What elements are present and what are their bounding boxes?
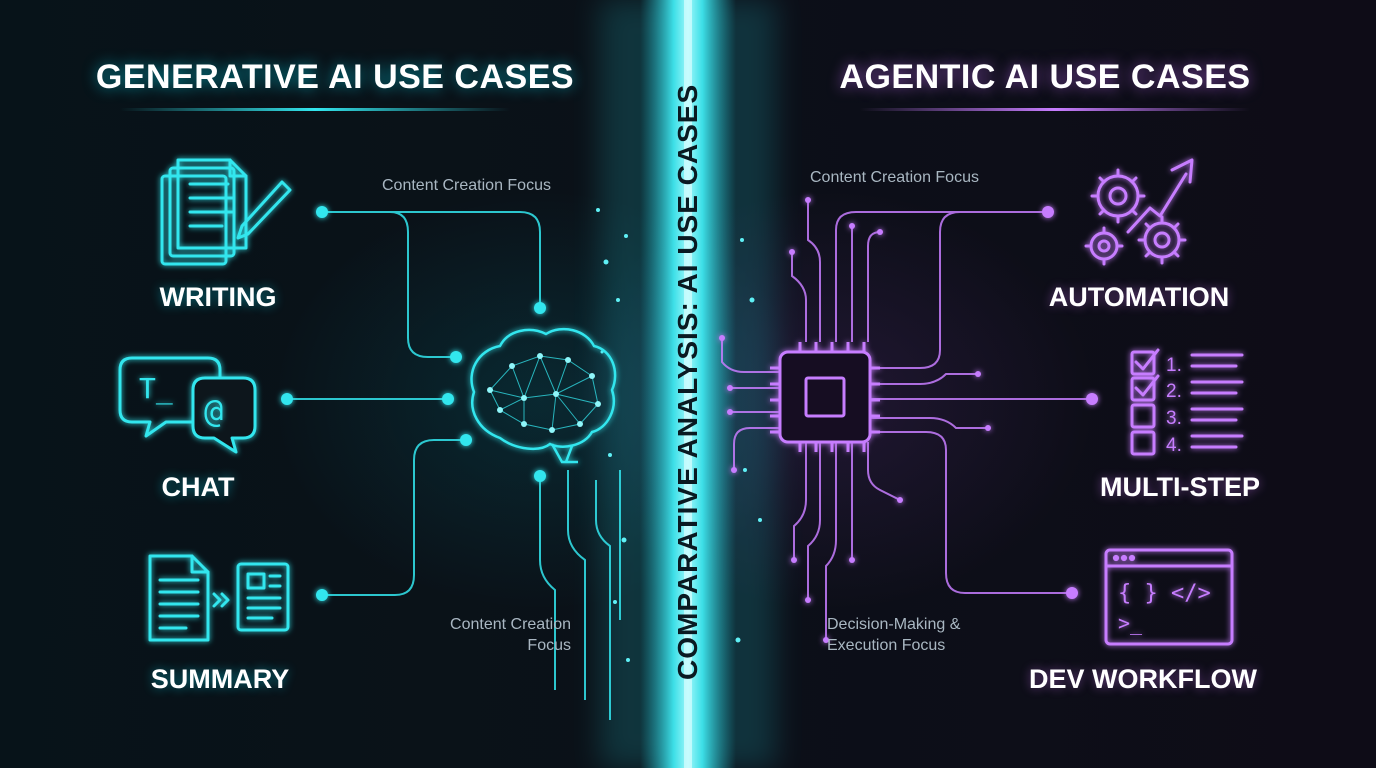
generative-annotation-bottom-line1: Content Creation xyxy=(450,616,571,633)
brain-network-nodes xyxy=(487,353,601,433)
generative-annotation-top: Content Creation Focus xyxy=(382,177,551,194)
agentic-annotation-bottom-line1: Decision-Making & xyxy=(827,616,961,633)
brain-network-mesh xyxy=(489,354,599,431)
document-summary-icon xyxy=(148,554,290,642)
particles xyxy=(596,208,762,662)
center-title: COMPARATIVE ANALYSIS: AI USE CASES xyxy=(672,83,703,680)
microchip-icon xyxy=(770,342,880,452)
agentic-heading-underline xyxy=(860,108,1250,111)
generative-connector-nodes xyxy=(281,206,546,601)
checklist-step-3: 3. xyxy=(1166,408,1182,429)
agentic-annotation-bottom-line2: Execution Focus xyxy=(827,637,946,654)
code-window-icon xyxy=(1104,548,1234,646)
code-window-braces: { } </> xyxy=(1118,581,1211,606)
generative-heading: GENERATIVE AI USE CASES xyxy=(95,58,575,96)
brain-network-icon xyxy=(470,327,617,464)
checklist-step-4: 4. xyxy=(1166,435,1182,456)
gears-arrow-icon xyxy=(1084,158,1194,266)
agentic-heading: AGENTIC AI USE CASES xyxy=(839,58,1251,96)
code-window-prompt: >_ xyxy=(1118,611,1143,635)
dev-workflow-label: DEV WORKFLOW xyxy=(1029,664,1257,694)
chat-bubbles-icon xyxy=(118,356,257,454)
checklist-icon xyxy=(1130,348,1244,456)
center-beam xyxy=(600,0,776,768)
chat-at-glyph: @ xyxy=(204,392,223,430)
agentic-connectors xyxy=(721,200,1092,640)
agentic-annotation-top: Content Creation Focus xyxy=(810,169,979,186)
generative-annotation-bottom-line2: Focus xyxy=(527,637,571,654)
generative-heading-underline xyxy=(120,108,510,111)
generative-connectors xyxy=(287,211,621,720)
documents-pen-icon xyxy=(160,158,292,266)
chat-t-glyph: T_ xyxy=(139,372,173,406)
checklist-step-1: 1. xyxy=(1166,355,1182,376)
agentic-connector-nodes xyxy=(719,197,1098,643)
chat-label: CHAT xyxy=(161,472,235,502)
generative-annotation-bottom: Content Creation Focus xyxy=(438,614,571,656)
agentic-annotation-bottom: Decision-Making & Execution Focus xyxy=(827,614,960,656)
checklist-step-2: 2. xyxy=(1166,381,1182,402)
summary-label: SUMMARY xyxy=(150,664,290,694)
writing-label: WRITING xyxy=(159,282,277,312)
multi-step-label: MULTI-STEP xyxy=(1100,472,1260,502)
automation-label: AUTOMATION xyxy=(1048,282,1230,312)
